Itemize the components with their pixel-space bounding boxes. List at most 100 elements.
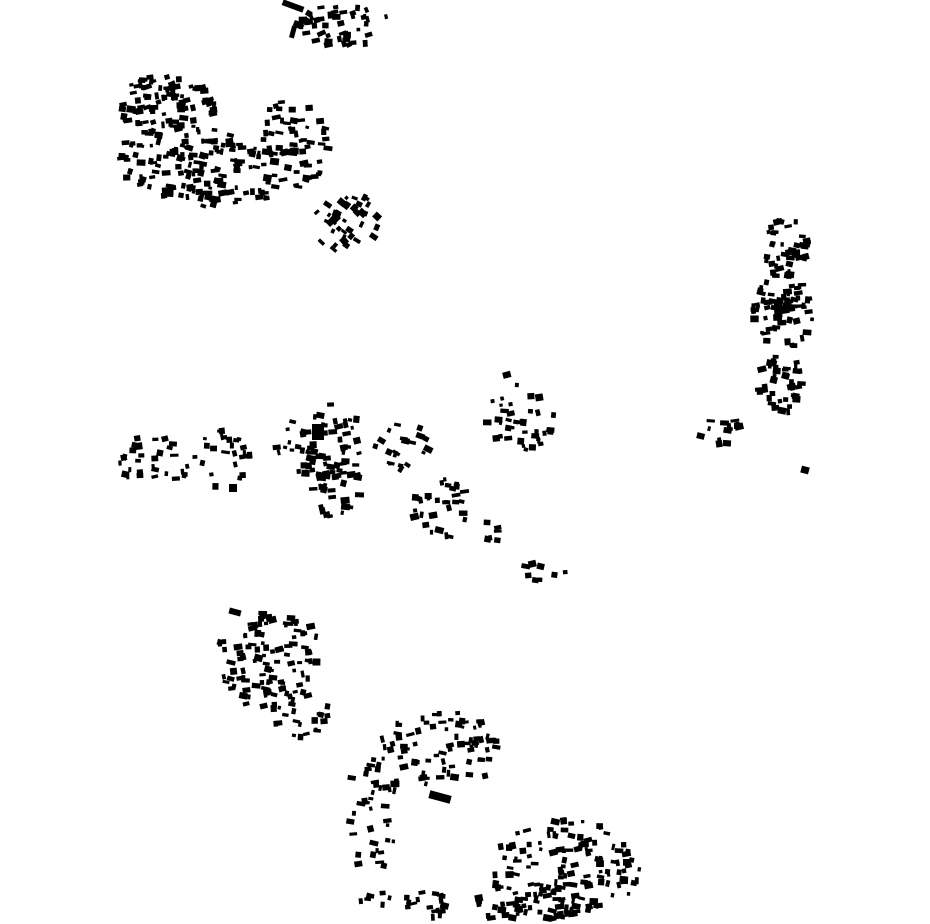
building: [345, 818, 355, 825]
building: [585, 851, 592, 857]
building: [212, 483, 219, 490]
building: [287, 660, 296, 667]
building: [368, 796, 374, 801]
building: [375, 761, 382, 768]
building: [171, 80, 177, 88]
building: [420, 715, 425, 722]
building: [763, 279, 770, 286]
building: [763, 299, 773, 306]
building: [148, 174, 156, 180]
building: [325, 32, 331, 39]
building: [242, 701, 250, 707]
building: [355, 851, 362, 858]
building: [621, 868, 627, 874]
building: [611, 843, 616, 851]
building: [313, 209, 320, 216]
building: [310, 447, 319, 456]
building: [239, 472, 246, 479]
building: [379, 735, 385, 743]
building: [226, 132, 235, 139]
building: [118, 105, 127, 113]
building: [154, 92, 160, 100]
building: [342, 430, 352, 437]
building: [470, 739, 480, 747]
building: [146, 183, 153, 190]
building: [136, 182, 144, 188]
building: [560, 914, 566, 920]
building: [332, 461, 341, 470]
building: [271, 114, 282, 121]
building: [194, 84, 201, 92]
building: [274, 659, 281, 664]
building: [306, 139, 315, 146]
building: [142, 104, 152, 111]
building: [210, 138, 218, 145]
building: [777, 406, 787, 415]
building: [522, 827, 532, 834]
building: [292, 689, 298, 694]
building: [499, 396, 505, 401]
building: [769, 269, 777, 276]
building: [458, 510, 468, 516]
building: [151, 455, 159, 462]
building: [304, 143, 311, 150]
building: [520, 418, 527, 427]
building: [204, 193, 211, 201]
building: [318, 452, 327, 460]
building: [395, 720, 399, 727]
building: [355, 200, 364, 208]
building: [418, 775, 426, 782]
building: [765, 326, 775, 332]
building: [136, 159, 146, 166]
building: [423, 720, 430, 725]
building: [299, 148, 307, 155]
building: [237, 145, 247, 151]
building: [526, 853, 533, 859]
building: [233, 164, 241, 173]
building: [372, 211, 383, 222]
building: [135, 458, 141, 463]
building: [400, 748, 408, 755]
building: [547, 826, 554, 832]
building: [204, 181, 211, 187]
building: [507, 913, 517, 922]
building: [278, 647, 284, 652]
building: [192, 454, 198, 459]
building: [188, 84, 194, 89]
building: [428, 511, 438, 520]
building: [598, 869, 603, 874]
building: [209, 106, 218, 114]
building: [163, 73, 171, 81]
building: [183, 168, 193, 175]
building: [229, 442, 234, 449]
building: [322, 461, 328, 467]
building: [770, 358, 777, 364]
building: [767, 401, 777, 407]
building: [271, 173, 278, 178]
building: [227, 685, 235, 691]
building: [158, 85, 163, 92]
building: [328, 217, 338, 226]
building: [772, 373, 777, 381]
building: [184, 463, 190, 470]
building: [221, 673, 227, 680]
building: [343, 444, 349, 450]
building: [297, 733, 304, 741]
building: [757, 388, 766, 392]
building: [185, 193, 190, 201]
building: [794, 249, 801, 257]
building: [435, 774, 445, 780]
building: [439, 479, 445, 486]
building: [323, 218, 331, 225]
building: [756, 365, 767, 374]
building: [519, 847, 527, 855]
building: [773, 313, 783, 318]
building: [531, 576, 540, 584]
building: [340, 510, 345, 516]
building: [321, 470, 331, 479]
building: [527, 408, 534, 414]
building: [347, 417, 353, 422]
building: [256, 150, 261, 156]
building: [533, 894, 539, 903]
